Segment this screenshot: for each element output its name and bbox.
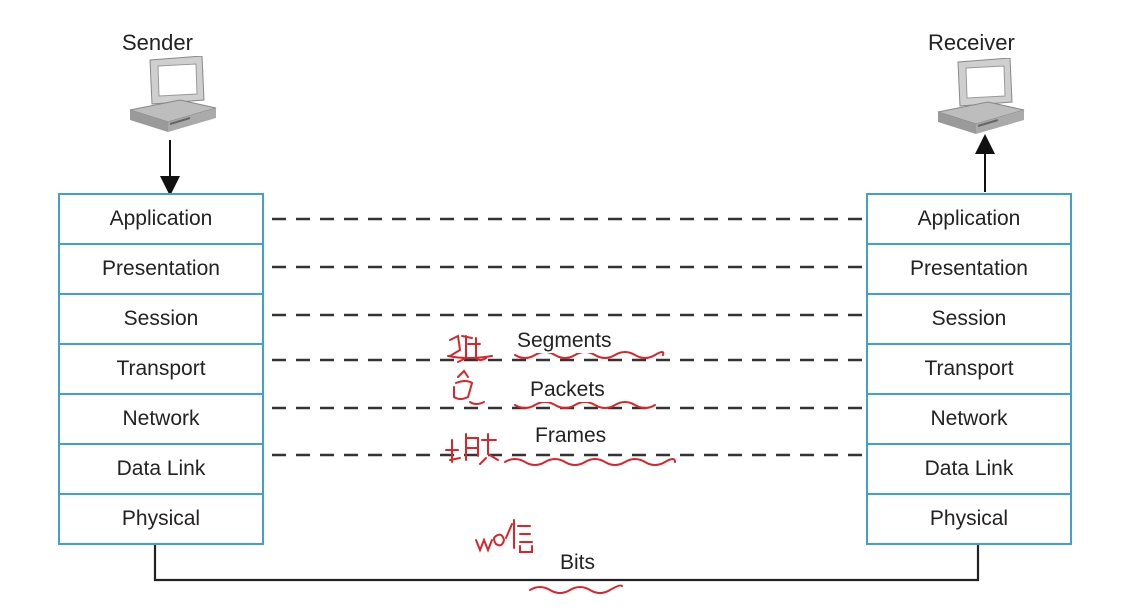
receiver-layer-session: Session — [868, 295, 1070, 345]
underline-packets — [514, 401, 656, 409]
underline-bits — [529, 584, 623, 594]
sender-layer-datalink: Data Link — [60, 445, 262, 495]
receiver-label: Receiver — [928, 30, 1015, 55]
receiver-layer-presentation: Presentation — [868, 245, 1070, 295]
receiver-layer-datalink: Data Link — [868, 445, 1070, 495]
sender-layer-session: Session — [60, 295, 262, 345]
receiver-layer-transport: Transport — [868, 345, 1070, 395]
underline-frames — [504, 458, 676, 466]
sender-layer-transport: Transport — [60, 345, 262, 395]
computer-icon — [129, 56, 217, 132]
physical-link-line — [153, 545, 980, 582]
pdu-label-segments: Segments — [515, 329, 614, 353]
handwritten-annotations — [445, 334, 676, 594]
scribble-frames — [445, 433, 499, 465]
receiver-layer-application: Application — [868, 195, 1070, 245]
computer-icon — [937, 58, 1025, 134]
scribble-packets — [453, 369, 485, 405]
sender-layer-application: Application — [60, 195, 262, 245]
sender-layer-network: Network — [60, 395, 262, 445]
receiver-layer-physical: Physical — [929, 507, 1009, 530]
pdu-label-frames: Frames — [533, 424, 609, 448]
scribble-bits — [475, 519, 533, 553]
pdu-label-bits: Bits — [558, 551, 598, 575]
sender-label: Sender — [122, 30, 193, 55]
sender-layer-presentation: Presentation — [60, 245, 262, 295]
sender-layer-physical: Physical — [121, 507, 201, 530]
pdu-label-packets: Packets — [528, 378, 607, 402]
sender-osi-stack: Application Presentation Session Transpo… — [58, 193, 264, 545]
receiver-layer-network: Network — [868, 395, 1070, 445]
scribble-segments — [447, 334, 493, 363]
receiver-osi-stack: Application Presentation Session Transpo… — [866, 193, 1072, 545]
